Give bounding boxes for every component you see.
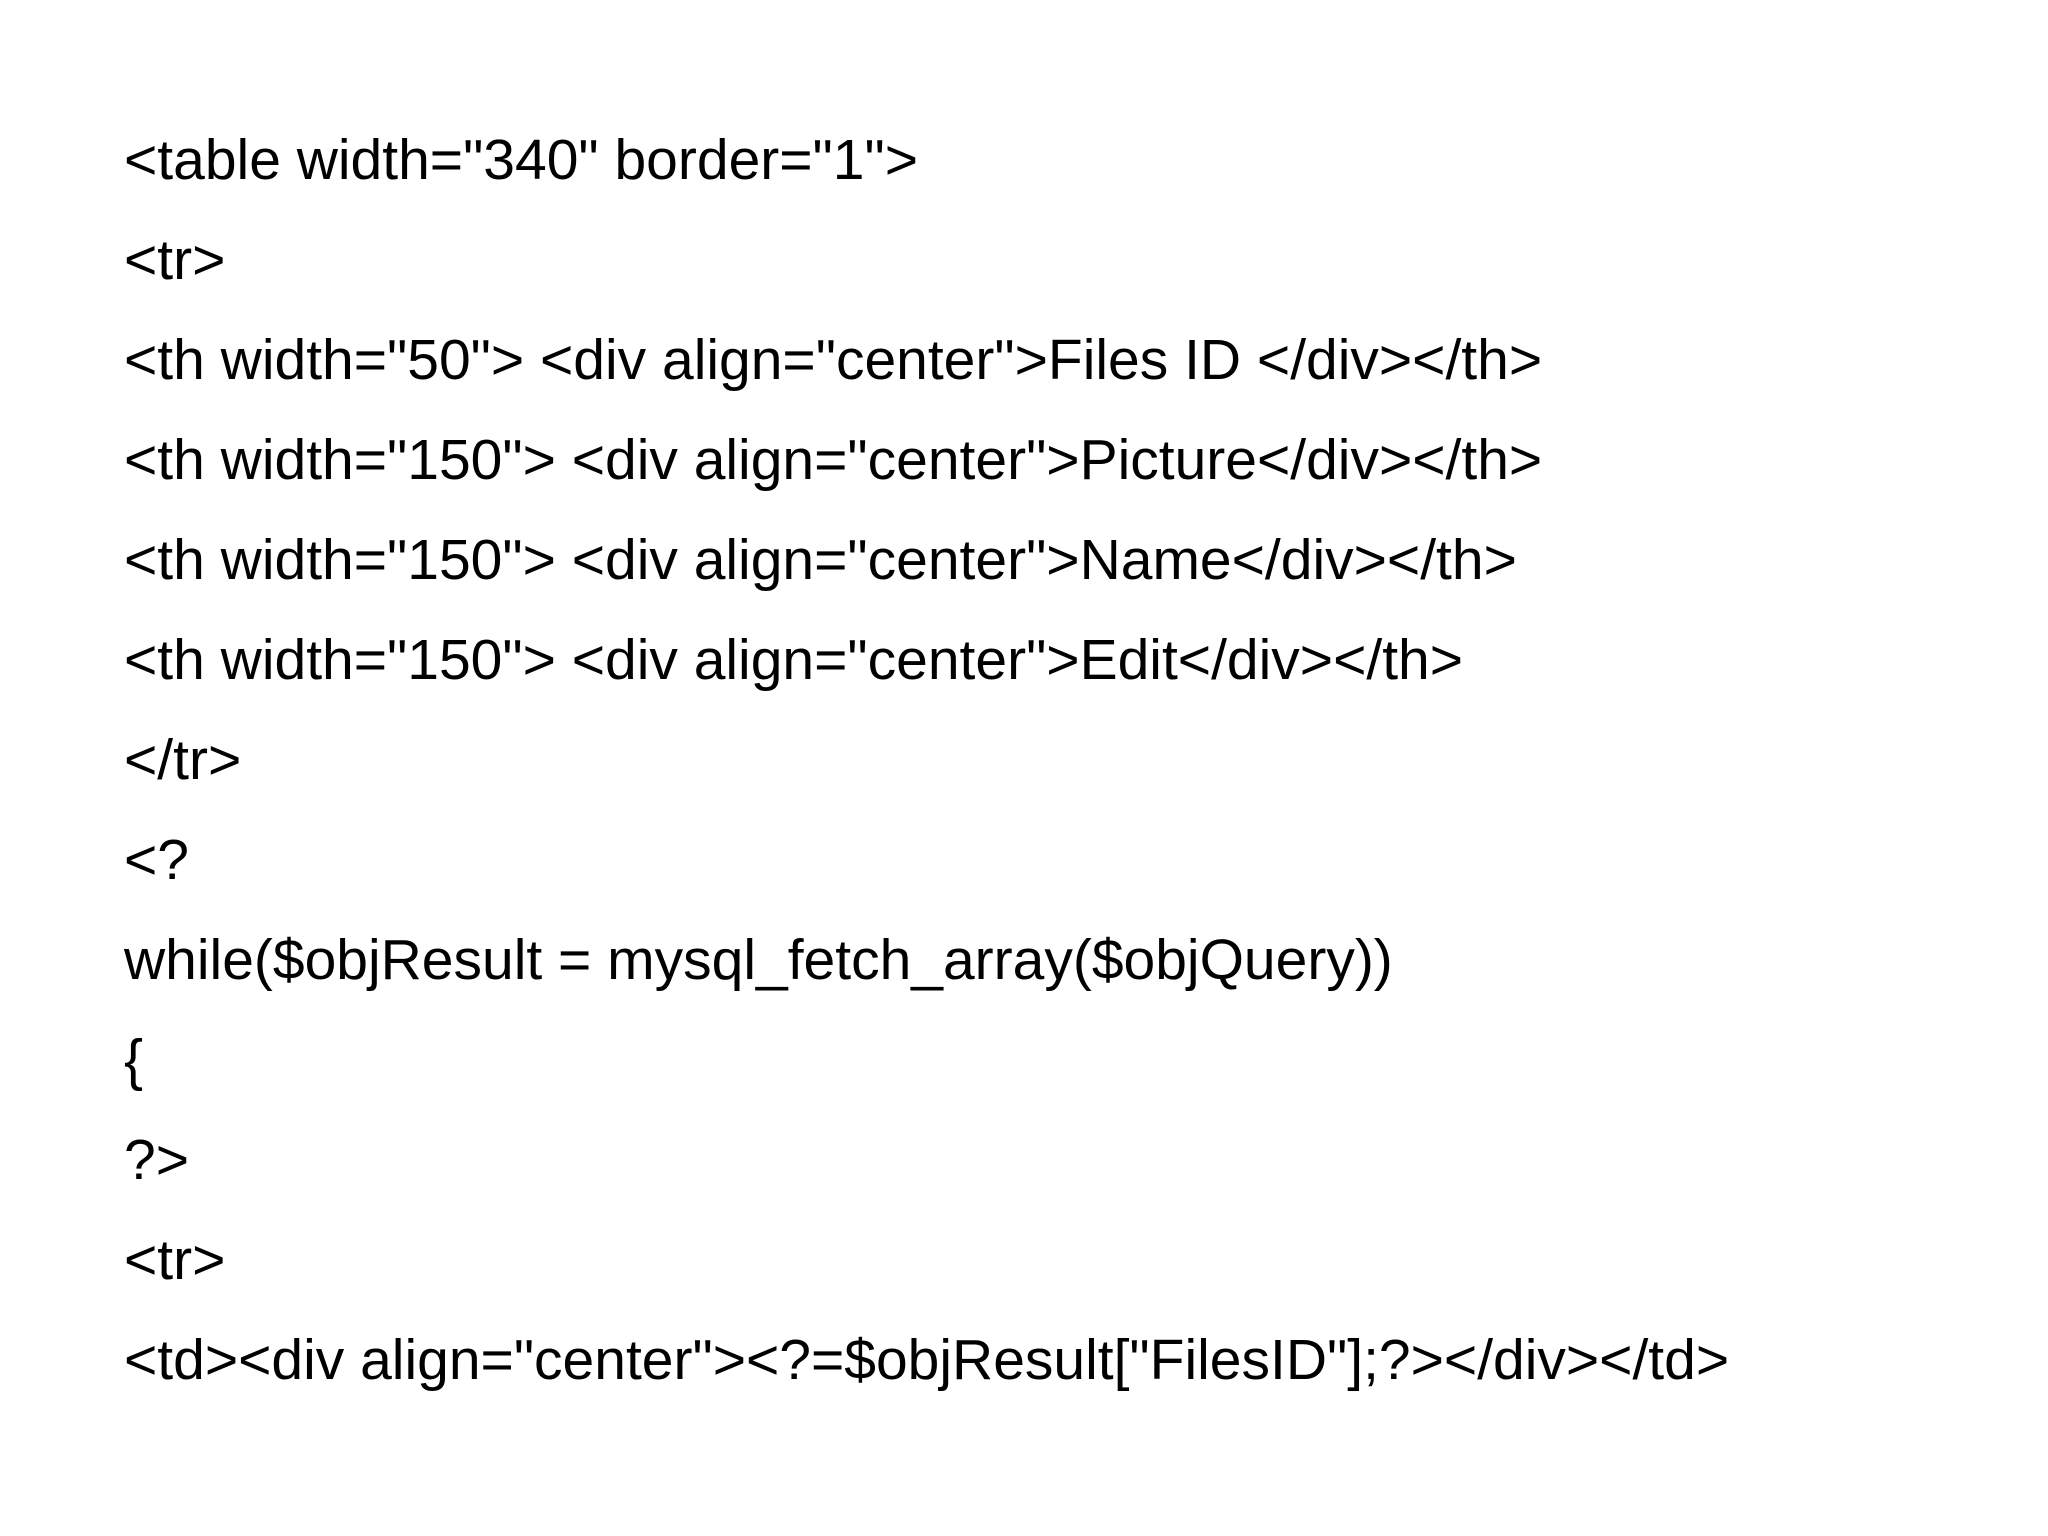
code-line: <?: [124, 828, 189, 892]
code-line: </tr>: [124, 728, 242, 792]
code-line: <th width="150"> <div align="center">Edi…: [124, 628, 1464, 692]
code-line: <td><div align="center"><?=$objResult["F…: [124, 1328, 1730, 1392]
code-line: ?>: [124, 1128, 189, 1192]
code-line: {: [124, 1028, 144, 1092]
code-line: <tr>: [124, 1228, 226, 1292]
code-line: while($objResult = mysql_fetch_array($ob…: [124, 928, 1393, 992]
code-line: <table width="340" border="1">: [124, 128, 918, 192]
code-line: <th width="150"> <div align="center">Pic…: [124, 428, 1543, 492]
code-listing: <table width="340" border="1"> <tr> <th …: [124, 110, 1729, 1410]
code-line: <tr>: [124, 228, 226, 292]
code-line: <th width="150"> <div align="center">Nam…: [124, 528, 1517, 592]
code-line: <th width="50"> <div align="center">File…: [124, 328, 1543, 392]
